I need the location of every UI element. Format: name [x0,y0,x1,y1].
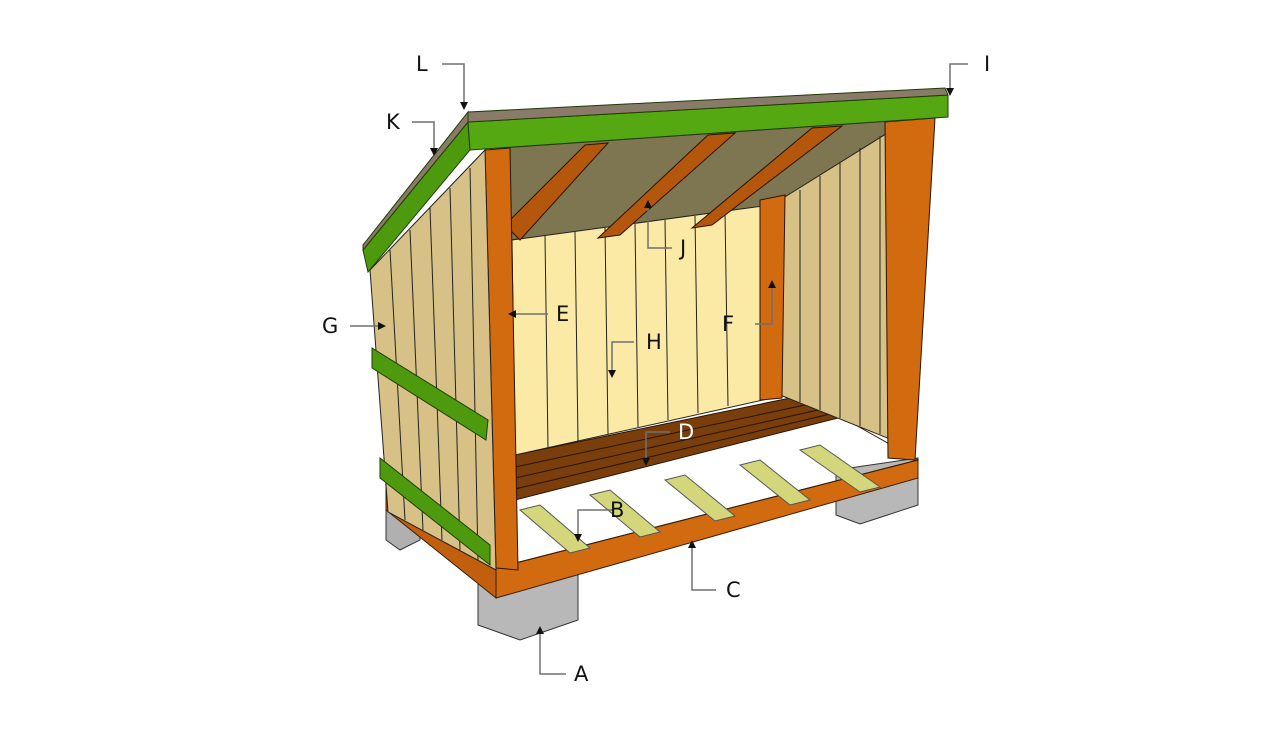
callout-d: D [678,420,695,444]
callout-e: E [556,302,570,326]
side-battens [371,347,491,567]
callout-g: G [322,314,339,338]
callout-b: B [610,498,625,522]
callout-k: K [386,110,400,134]
left-side-wall [369,148,497,571]
callout-f: F [722,312,735,336]
right-side-siding [779,121,906,446]
floor-joists [518,444,882,554]
callout-h: H [646,330,662,354]
posts [484,117,936,571]
rafters [504,125,844,241]
roof-trims [362,87,949,274]
callout-c: C [726,578,741,602]
callout-i: I [984,52,991,76]
callout-l: L [416,52,428,76]
callout-j: J [680,236,687,260]
callout-a: A [574,662,589,686]
leader-lines [350,63,968,675]
leader-arrowheads [378,88,954,634]
